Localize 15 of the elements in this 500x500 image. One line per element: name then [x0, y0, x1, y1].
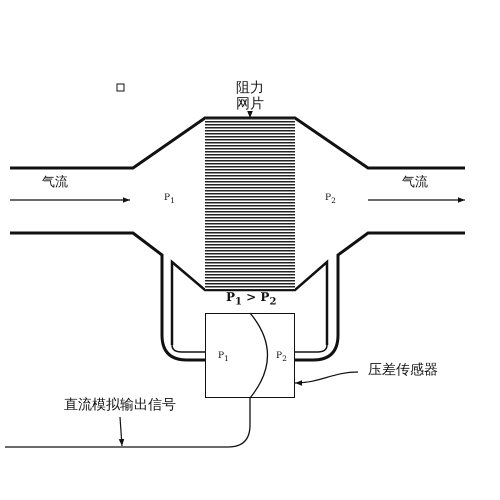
callout-text: 压差传感器: [358, 362, 448, 382]
pressure-label: P$_{2}$: [325, 194, 336, 206]
leader-line: [118, 416, 124, 446]
pressure-label: P$_{1}$: [218, 352, 229, 364]
airflow-label: 气流: [42, 176, 68, 190]
pressure-relation: P$_{1}$ > P$_{2}$: [226, 291, 276, 308]
leader-line: [247, 111, 253, 118]
pressure-label: P$_{2}$: [276, 352, 287, 364]
mesh-filter: [205, 118, 295, 290]
pressure-label: P$_{1}$: [164, 194, 175, 206]
callout-text: 阻力网片: [232, 80, 268, 112]
callout-text: 直流模拟输出信号: [40, 397, 200, 417]
leader-line: [294, 371, 358, 386]
sensor-box: [205, 313, 295, 398]
airflow-label: 气流: [402, 176, 428, 190]
